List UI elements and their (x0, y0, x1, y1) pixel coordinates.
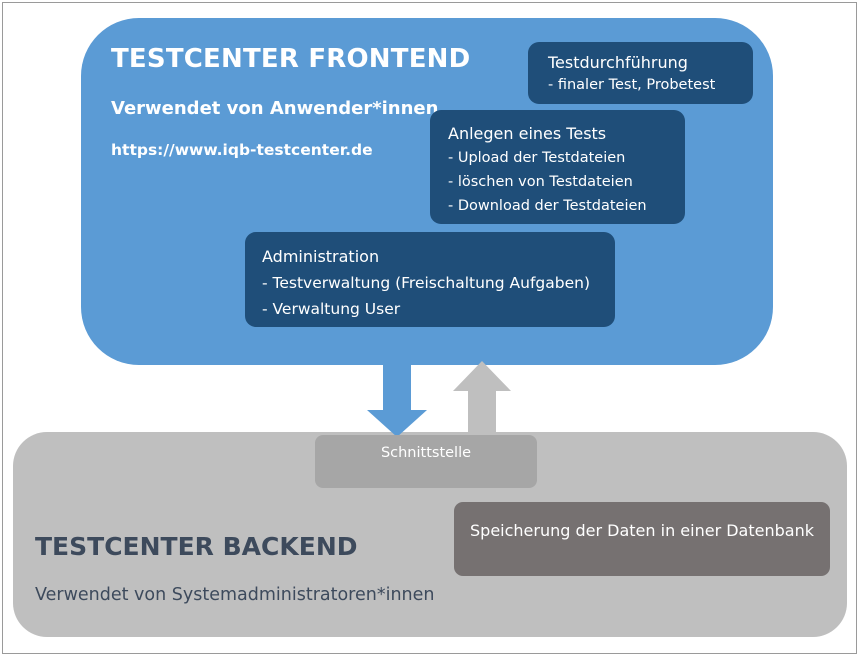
box-item: - löschen von Testdateien (448, 174, 633, 190)
interface-box (315, 435, 537, 488)
box-item: - finaler Test, Probetest (548, 77, 716, 93)
box-item: - Verwaltung User (262, 300, 401, 318)
arrow-down-shape (367, 362, 427, 437)
box-item: - Testverwaltung (Freischaltung Aufgaben… (262, 274, 590, 292)
backend-title: TESTCENTER BACKEND (35, 532, 358, 561)
box-administration: Administration - Testverwaltung (Freisch… (245, 232, 615, 327)
box-heading: Testdurchführung (548, 53, 688, 72)
storage-box: Speicherung der Daten in einer Datenbank (454, 502, 830, 576)
frontend-subtitle: Verwendet von Anwender*innen (111, 98, 439, 119)
box-item: - Upload der Testdateien (448, 150, 626, 166)
box-item: - Download der Testdateien (448, 198, 647, 214)
arrow-down-icon (367, 362, 427, 437)
box-anlegen-eines-tests: Anlegen eines Tests - Upload der Testdat… (430, 110, 685, 224)
frontend-title: TESTCENTER FRONTEND (111, 44, 471, 74)
interface-label: Schnittstelle (380, 445, 472, 461)
arrow-up-icon (453, 361, 511, 436)
frontend-url: https://www.iqb-testcenter.de (111, 141, 373, 159)
backend-subtitle: Verwendet von Systemadministratoren*inne… (35, 585, 435, 605)
storage-label: Speicherung der Daten in einer Datenbank (470, 521, 814, 540)
box-heading: Anlegen eines Tests (448, 124, 607, 143)
arrow-up-shape (453, 361, 511, 436)
box-heading: Administration (262, 247, 380, 266)
box-testdurchfuehrung: Testdurchführung - finaler Test, Probete… (528, 42, 753, 104)
